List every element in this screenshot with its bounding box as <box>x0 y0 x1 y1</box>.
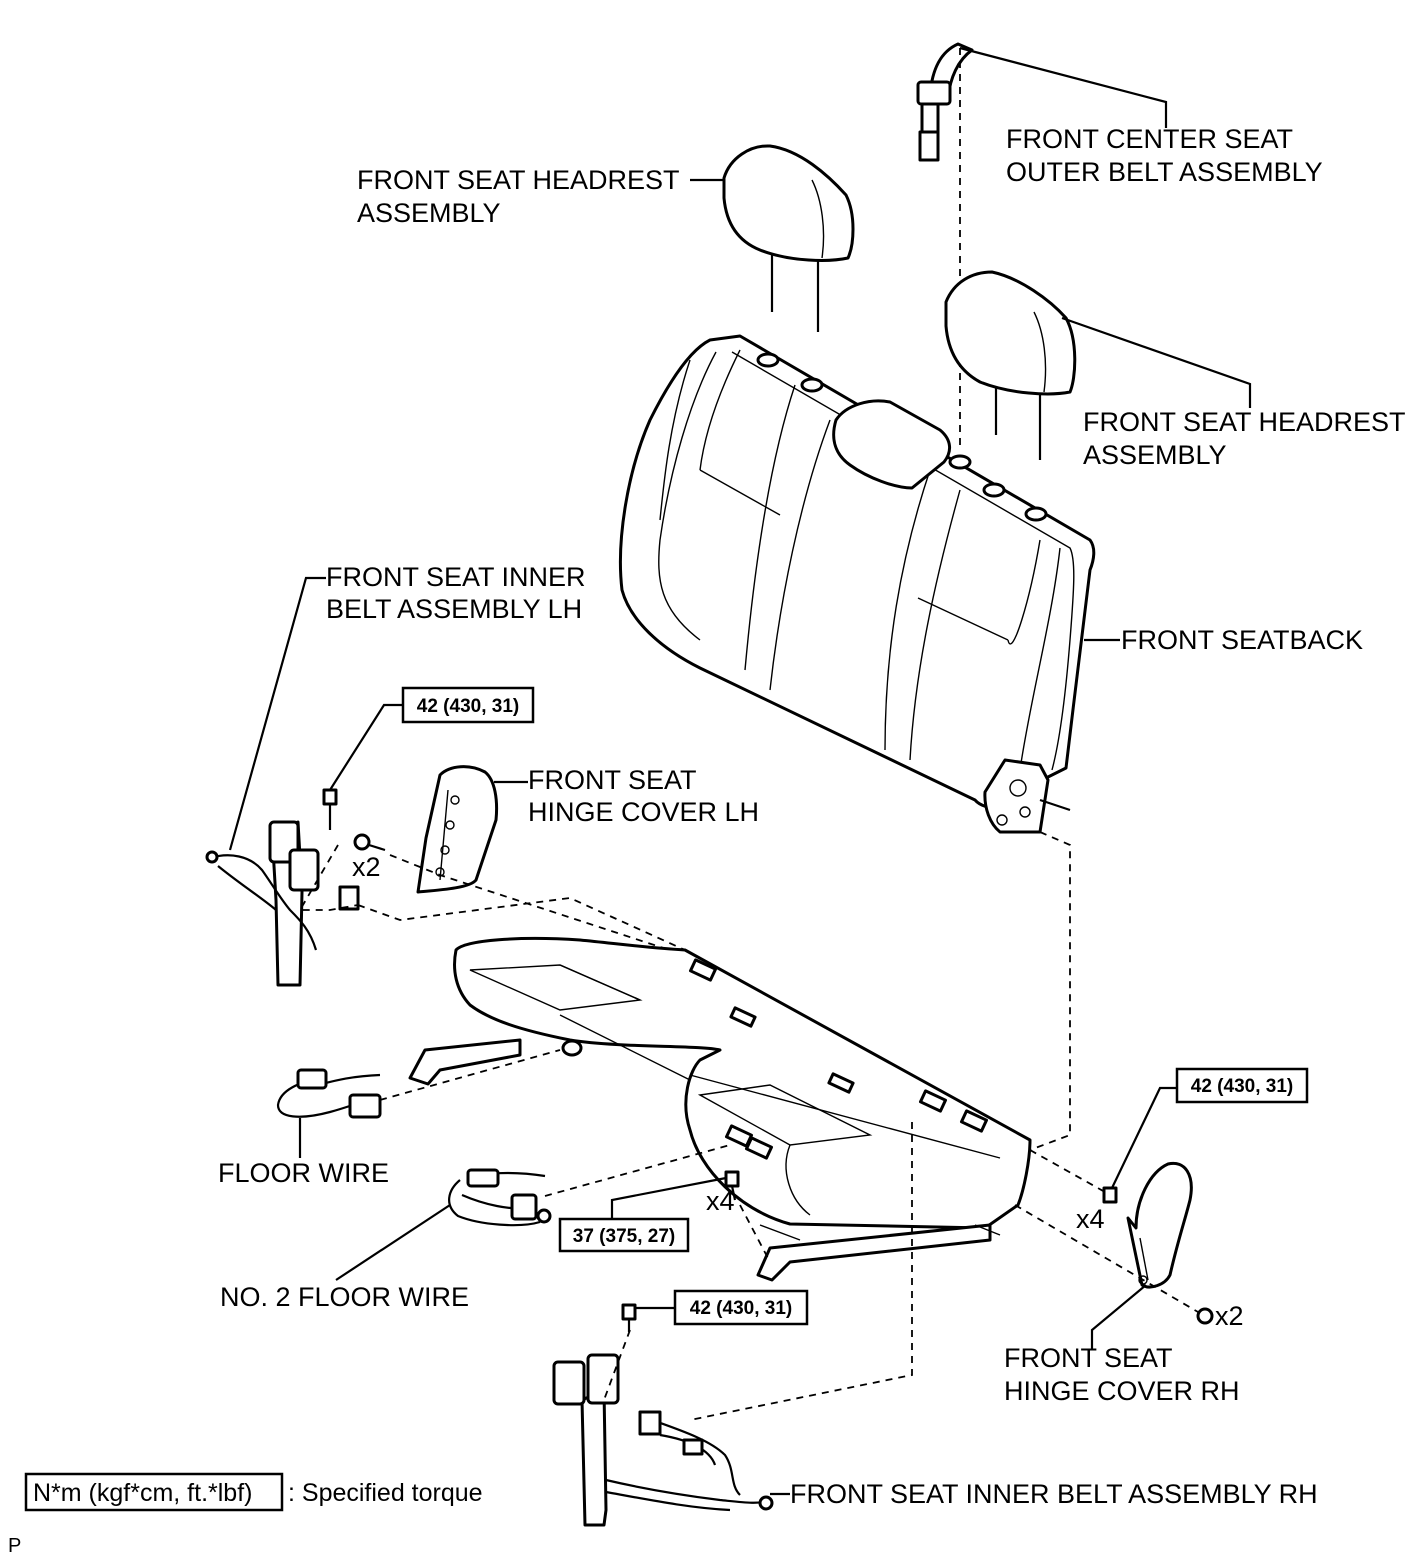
torque-lh-belt-value: 42 (430, 31) <box>417 696 519 717</box>
inner-belt-rh-part <box>552 1353 774 1527</box>
center-bolt-dash <box>739 1204 771 1263</box>
inner-belt-rh-label: FRONT SEAT INNER BELT ASSEMBLY RH <box>790 1479 1318 1509</box>
legend-unit-text: N*m (kgf*cm, ft.*lbf) <box>33 1479 252 1507</box>
headrest-left-label-1: FRONT SEAT HEADREST <box>357 165 680 195</box>
seatback-label: FRONT SEATBACK <box>1121 625 1363 655</box>
lh-belt-to-seat-dash <box>357 897 686 951</box>
torque-seat-leader <box>610 1176 727 1220</box>
center-seat-belt-part <box>916 42 974 162</box>
no2-floor-wire-part <box>448 1168 552 1227</box>
rh-bolts-quantity: x4 <box>1076 1204 1105 1234</box>
hinge-cover-lh-label-1: FRONT SEAT <box>528 765 697 795</box>
inner-belt-lh-part <box>205 820 360 987</box>
headrest-left-label-2: ASSEMBLY <box>357 198 501 228</box>
bolt-rh-belt <box>621 1303 637 1332</box>
inner-belt-lh-dash <box>298 844 359 911</box>
torque-seat-value: 37 (375, 27) <box>573 1226 675 1247</box>
floor-wire-dash <box>379 1049 561 1101</box>
seatback-hinge-dash <box>1029 831 1071 1151</box>
center-belt-label-2: OUTER BELT ASSEMBLY <box>1006 157 1323 187</box>
lh-bolts-quantity: x2 <box>352 852 381 882</box>
torque-rh-hinge-value: 42 (430, 31) <box>1191 1076 1293 1097</box>
bolt-x2-lh <box>353 833 386 852</box>
hinge-cover-rh-label-1: FRONT SEAT <box>1004 1343 1173 1373</box>
hinge-cover-lh-label-2: HINGE COVER LH <box>528 797 759 827</box>
hinge-cover-lh-part <box>416 765 499 894</box>
rh-bolt-dash <box>1029 1149 1106 1193</box>
torque-seat-box <box>558 1217 690 1253</box>
bolt-lh <box>322 788 338 830</box>
inner-belt-lh-leader <box>228 576 326 851</box>
headrest-right-label-1: FRONT SEAT HEADREST <box>1083 407 1406 437</box>
torque-rh-belt-box <box>673 1289 809 1326</box>
center-bolts-quantity: x4 <box>706 1186 735 1216</box>
legend-unit-box <box>24 1472 284 1512</box>
headrest-right-leader <box>1061 316 1252 408</box>
torque-lh-belt-box <box>401 686 535 724</box>
headrest-left-part <box>722 144 855 332</box>
torque-lh-belt-leader <box>329 703 404 791</box>
no2-floor-wire-leader <box>335 1204 451 1281</box>
no2-floor-wire-dash <box>544 1144 731 1197</box>
front-seatback-part <box>619 334 1096 834</box>
hinge-cover-rh-part <box>1126 1161 1193 1289</box>
inner-belt-lh-label-2: BELT ASSEMBLY LH <box>326 594 582 624</box>
headrest-right-part <box>944 270 1077 460</box>
screw-x2-rh <box>1196 1307 1214 1325</box>
floor-wire-label: FLOOR WIRE <box>218 1158 389 1188</box>
legend-description: : Specified torque <box>288 1479 483 1507</box>
rh-screws-quantity: x2 <box>1215 1301 1244 1331</box>
hinge-cover-rh-leader <box>1090 1284 1147 1350</box>
torque-rh-hinge-box <box>1175 1067 1309 1104</box>
rh-screw-dash <box>1014 1204 1199 1313</box>
floor-wire-part <box>276 1068 382 1119</box>
torque-rh-belt-value: 42 (430, 31) <box>690 1298 792 1319</box>
corner-mark: P <box>8 1535 21 1557</box>
bolt-x4-rh <box>1102 1186 1118 1204</box>
hinge-cover-rh-label-2: HINGE COVER RH <box>1004 1376 1240 1406</box>
inner-belt-lh-label-1: FRONT SEAT INNER <box>326 562 586 592</box>
inner-belt-rh-dash <box>689 1122 913 1421</box>
seat-cushion-part <box>408 936 1032 1282</box>
center-belt-label-1: FRONT CENTER SEAT <box>1006 124 1293 154</box>
no2-floor-wire-label: NO. 2 FLOOR WIRE <box>220 1282 469 1312</box>
torque-rh-hinge-leader <box>1111 1086 1178 1189</box>
headrest-right-label-2: ASSEMBLY <box>1083 440 1227 470</box>
hinge-cover-lh-dash <box>389 854 701 961</box>
center-belt-leader <box>959 46 1168 128</box>
